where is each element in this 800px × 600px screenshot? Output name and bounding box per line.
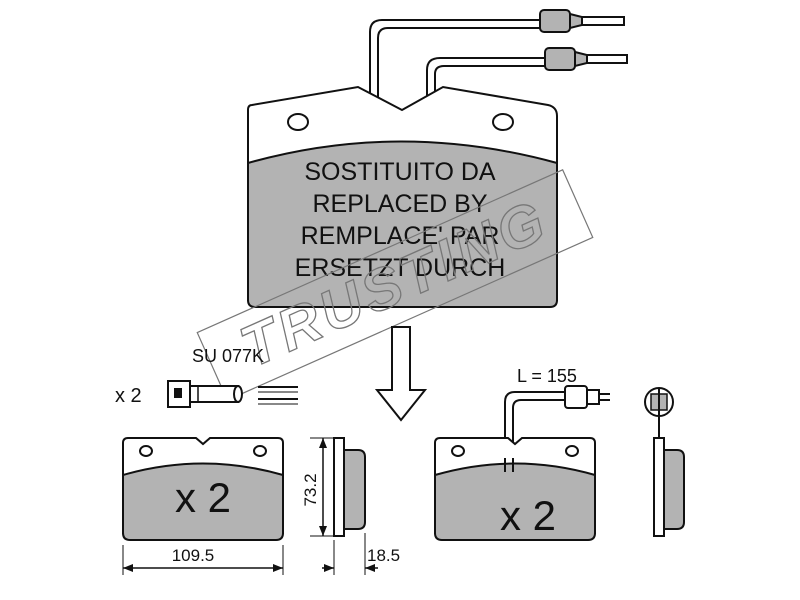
sensor-length-label: L = 155 bbox=[517, 366, 577, 386]
wear-sensor-accessory-icon bbox=[167, 380, 298, 408]
right-pad-sensor bbox=[504, 385, 610, 470]
accessory-quantity: x 2 bbox=[115, 385, 142, 407]
height-dimension-label: 73.2 bbox=[301, 473, 320, 506]
replacement-arrow-icon bbox=[374, 326, 428, 422]
left-pad-quantity: x 2 bbox=[175, 474, 231, 521]
sensor-connector-lower bbox=[544, 47, 628, 71]
left-pad-drawing bbox=[122, 437, 284, 541]
sensor-connector-upper bbox=[539, 9, 625, 33]
replaced-notice: SOSTITUITO DA REPLACED BY REMPLACE' PAR … bbox=[295, 158, 506, 282]
right-pad-drawing bbox=[434, 437, 596, 541]
right-pad-quantity: x 2 bbox=[500, 492, 556, 539]
notice-line-2: REPLACED BY bbox=[312, 190, 487, 218]
notice-line-4: ERSETZT DURCH bbox=[295, 254, 506, 282]
side-profile-drawing bbox=[333, 437, 366, 537]
notice-line-1: SOSTITUITO DA bbox=[304, 158, 496, 186]
notice-line-3: REMPLACE' PAR bbox=[301, 222, 500, 250]
width-dimension-label: 109.5 bbox=[172, 546, 215, 565]
replaced-pad-friction bbox=[247, 140, 558, 308]
right-side-profile-drawing bbox=[644, 387, 685, 537]
replaced-pad-drawing bbox=[247, 9, 628, 308]
thickness-dimension bbox=[322, 533, 378, 575]
width-dimension bbox=[122, 545, 284, 575]
thickness-dimension-label: 18.5 bbox=[367, 546, 400, 565]
height-dimension bbox=[310, 437, 334, 537]
accessory-code: SU 077K bbox=[192, 346, 264, 366]
